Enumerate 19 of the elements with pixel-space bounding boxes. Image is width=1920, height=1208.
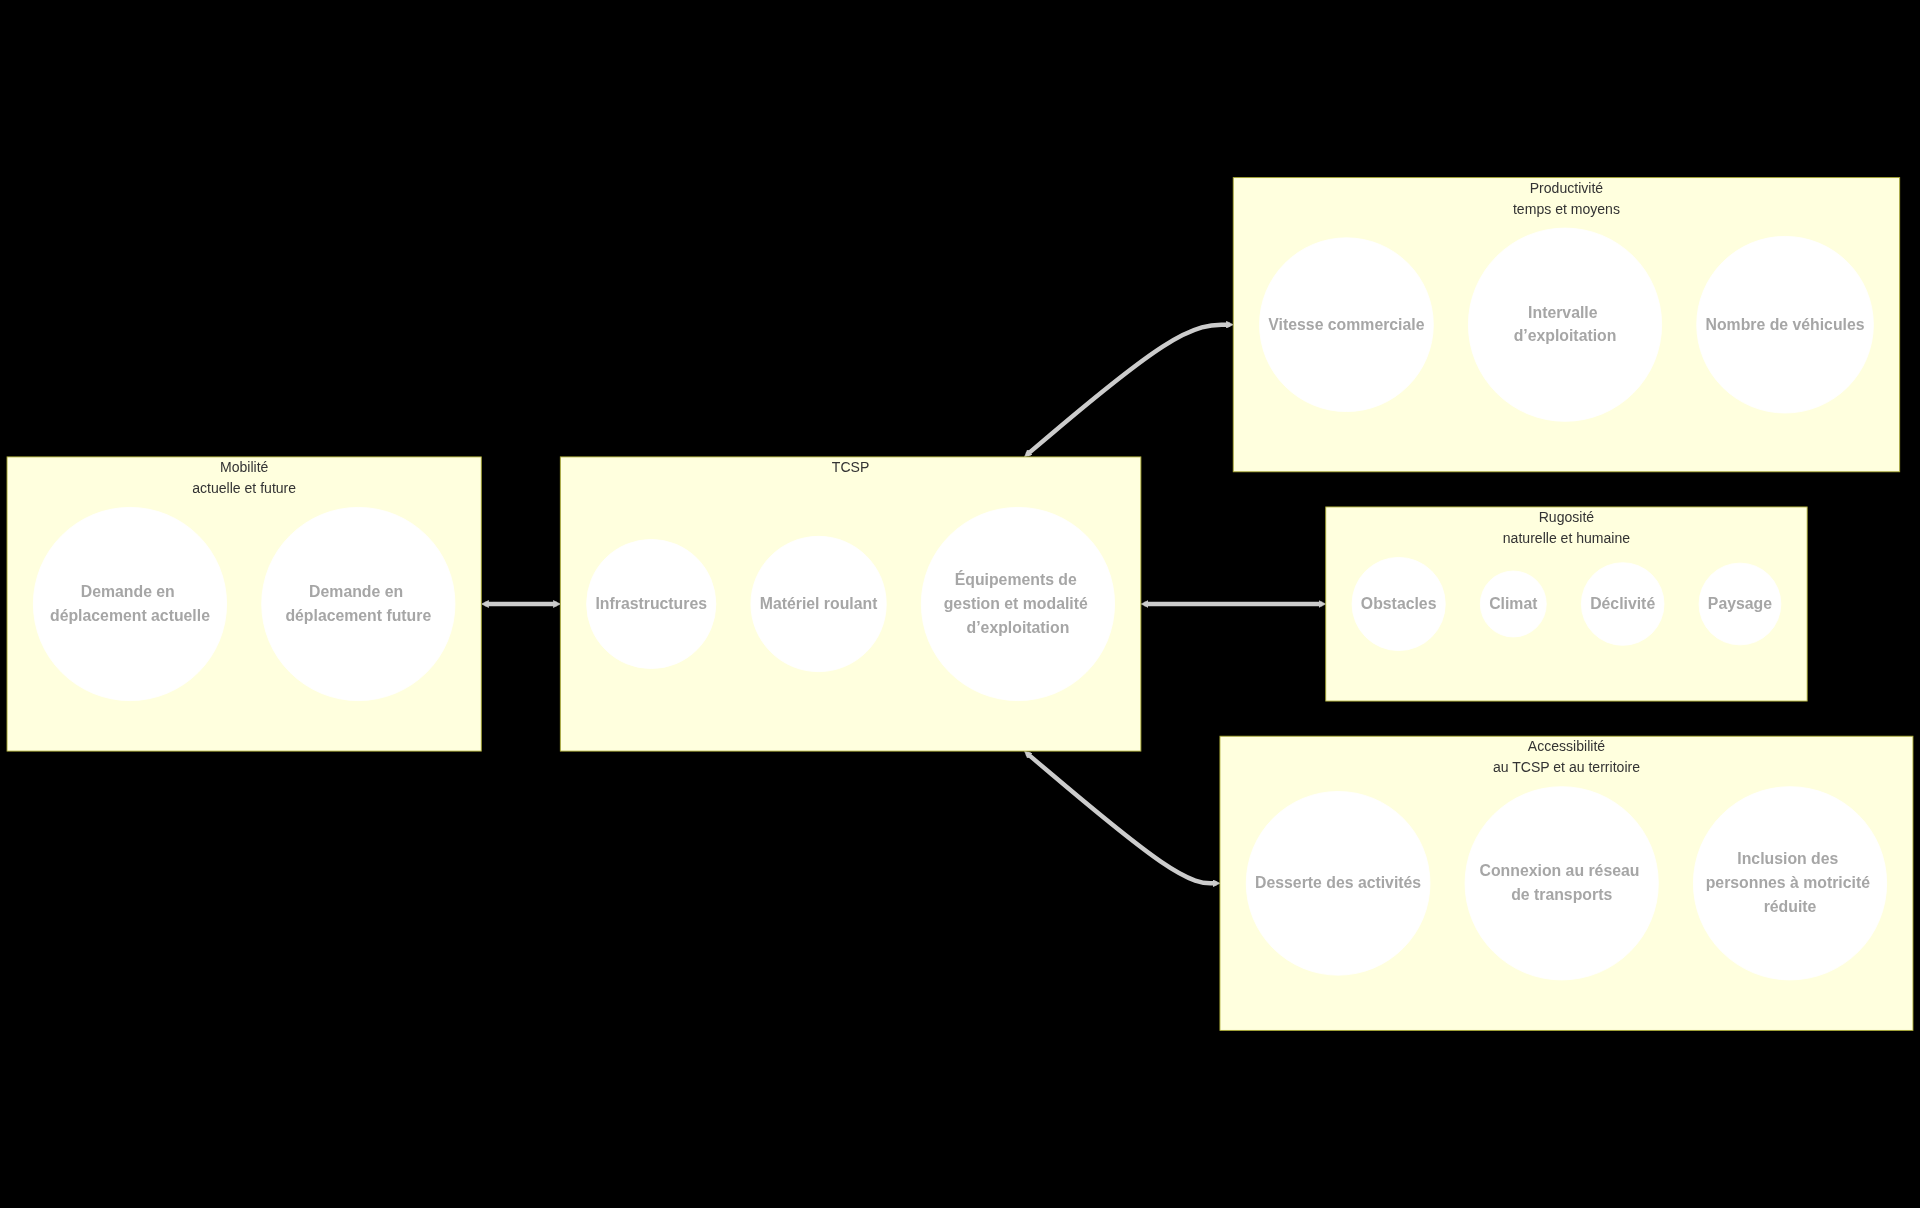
node-circle: Demande en déplacement future bbox=[261, 506, 456, 702]
arrow bbox=[481, 600, 561, 608]
arrow bbox=[1024, 320, 1234, 457]
node-circle: Intervalle d’exploitation bbox=[1467, 227, 1663, 422]
node-circle: Infrastructures bbox=[586, 539, 717, 669]
node-circle: Inclusion des personnes à motricité réduite bbox=[1693, 786, 1888, 981]
node-circle: Déclivité bbox=[1580, 562, 1665, 646]
node-circle: Matériel roulant bbox=[750, 535, 887, 673]
node-circle: Connexion au réseau de transports bbox=[1464, 786, 1659, 981]
arrow bbox=[1140, 600, 1327, 608]
arrow bbox=[1024, 751, 1221, 888]
node-circle: Paysage bbox=[1698, 562, 1782, 646]
node-circle: Nombre de véhicules bbox=[1696, 235, 1874, 414]
node-circle: Climat bbox=[1479, 570, 1547, 638]
node-circle: Demande en déplacement actuelle bbox=[32, 506, 227, 702]
node-circle: Équipements de gestion et modalité d’exploitation bbox=[920, 506, 1115, 702]
node-circle: Desserte des activités bbox=[1245, 791, 1431, 976]
node-circle: Vitesse commerciale bbox=[1259, 237, 1434, 412]
node-circle: Obstacles bbox=[1351, 557, 1446, 651]
